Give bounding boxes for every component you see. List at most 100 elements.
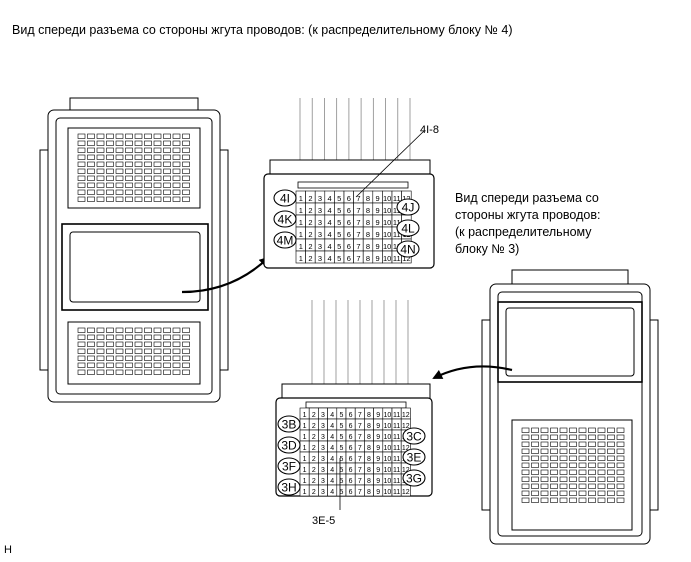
cavity-cell — [531, 441, 539, 447]
upper-wire-bundle — [299, 98, 411, 160]
pin-number: 2 — [308, 230, 312, 239]
pin-number: 11 — [393, 423, 400, 430]
cavity-cell — [144, 140, 152, 146]
cavity-cell — [96, 196, 105, 202]
cavity-cell — [182, 362, 190, 368]
cavity-cell — [153, 175, 162, 181]
cavity-cell — [578, 434, 587, 440]
pin-number: 9 — [376, 412, 380, 419]
cavity-cell — [125, 140, 133, 146]
cavity-cell — [106, 133, 114, 139]
cavity-cell — [125, 168, 133, 174]
cavity-cell — [115, 154, 124, 160]
cavity-cell — [540, 462, 549, 468]
cavity-cell — [87, 133, 95, 139]
connector-id-label: 4N — [400, 243, 415, 257]
pin-number: 7 — [358, 456, 362, 463]
pin-number: 5 — [339, 489, 343, 496]
lower-wire-bundle — [311, 300, 409, 384]
cavity-cell — [87, 147, 95, 153]
pin-number: 4 — [328, 218, 332, 227]
cavity-cell — [153, 133, 162, 139]
cavity-cell — [182, 341, 190, 347]
cavity-cell — [172, 182, 181, 188]
pin-number: 8 — [367, 412, 371, 419]
pin-number: 7 — [356, 218, 360, 227]
pin-number: 11 — [393, 412, 400, 419]
cavity-cell — [172, 189, 181, 195]
connector-id-label: 3H — [281, 481, 296, 495]
pin-number: 5 — [339, 478, 343, 485]
pin-number: 7 — [356, 254, 360, 263]
cavity-cell — [144, 154, 152, 160]
cavity-cell — [172, 334, 181, 340]
cavity-cell — [144, 348, 152, 354]
cavity-cell — [550, 441, 558, 447]
cavity-cell — [607, 483, 615, 489]
cavity-cell — [134, 334, 143, 340]
cavity-cell — [578, 462, 587, 468]
cavity-cell — [607, 448, 615, 454]
cavity-cell — [125, 154, 133, 160]
cavity-cell — [172, 348, 181, 354]
pin-number: 12 — [402, 254, 410, 263]
pin-number: 8 — [367, 467, 371, 474]
cavity-cell — [163, 133, 171, 139]
pin-number: 9 — [376, 434, 380, 441]
cavity-cell — [569, 434, 577, 440]
pin-number: 7 — [358, 445, 362, 452]
cavity-cell — [559, 483, 568, 489]
pin-number: 9 — [376, 445, 380, 452]
cavity-cell — [559, 469, 568, 475]
pin-number: 4 — [328, 254, 332, 263]
cavity-cell — [550, 490, 558, 496]
cavity-cell — [182, 154, 190, 160]
cavity-cell — [550, 427, 558, 433]
pin-number: 3 — [321, 489, 325, 496]
cavity-cell — [106, 341, 114, 347]
cavity-cell — [559, 455, 568, 461]
pin-number: 2 — [308, 254, 312, 263]
cavity-cell — [607, 455, 615, 461]
pin-number: 1 — [303, 489, 307, 496]
pin-number: 11 — [393, 254, 401, 263]
cavity-cell — [569, 490, 577, 496]
pin-number: 6 — [349, 434, 353, 441]
cavity-cell — [607, 427, 615, 433]
cavity-cell — [77, 168, 86, 174]
cavity-cell — [96, 327, 105, 333]
pin-number: 5 — [337, 242, 341, 251]
cavity-cell — [616, 490, 625, 496]
pin-number: 9 — [376, 242, 380, 251]
pin-number: 5 — [339, 467, 343, 474]
connector-id-circle — [402, 469, 426, 487]
connector-id-circle — [396, 198, 420, 216]
pin-number: 10 — [383, 254, 391, 263]
connector-id-label: 3F — [282, 460, 296, 474]
cavity-cell — [172, 154, 181, 160]
pin-number: 11 — [393, 194, 401, 203]
cavity-cell — [153, 348, 162, 354]
cavity-cell — [578, 441, 587, 447]
pin-number: 9 — [376, 194, 380, 203]
cavity-cell — [125, 341, 133, 347]
cavity-cell — [172, 140, 181, 146]
cavity-cell — [540, 476, 549, 482]
pin-number: 6 — [347, 230, 351, 239]
cavity-cell — [134, 348, 143, 354]
cavity-cell — [578, 497, 587, 503]
cavity-cell — [540, 448, 549, 454]
cavity-cell — [531, 427, 539, 433]
cavity-cell — [153, 140, 162, 146]
cavity-cell — [134, 327, 143, 333]
cavity-cell — [182, 355, 190, 361]
cavity-cell — [588, 462, 596, 468]
cavity-cell — [172, 355, 181, 361]
cavity-cell — [77, 196, 86, 202]
pin-number: 5 — [337, 206, 341, 215]
cavity-cell — [115, 327, 124, 333]
cavity-cell — [550, 434, 558, 440]
cavity-cell — [106, 196, 114, 202]
cavity-cell — [125, 369, 133, 375]
pin-number: 10 — [384, 412, 392, 419]
